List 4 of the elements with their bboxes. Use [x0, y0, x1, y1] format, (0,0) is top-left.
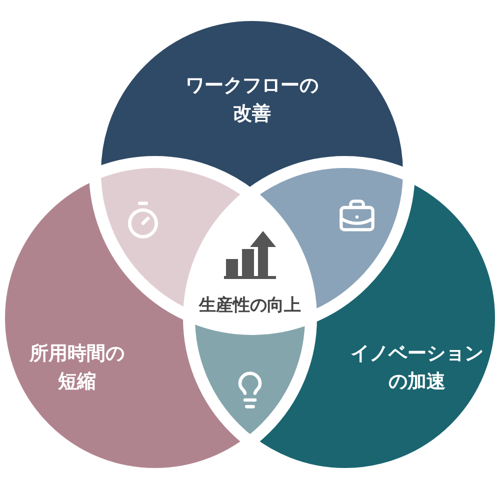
region-label: 生産性の向上: [198, 294, 302, 318]
region-label: イノベーションの加速: [350, 341, 484, 394]
region-label: ワークフローの改善: [184, 73, 320, 126]
region-label: 所用時間の短縮: [28, 341, 126, 394]
